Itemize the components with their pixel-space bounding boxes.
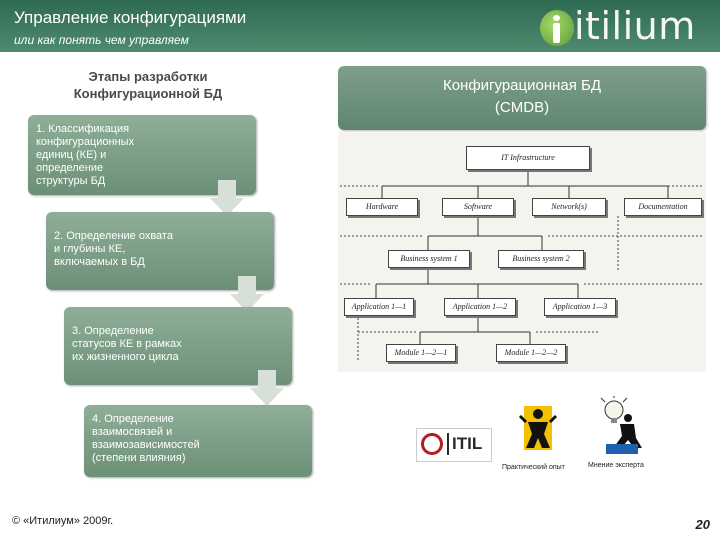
- step-2-text: 2. Определение охвата и глубины КЕ, вклю…: [54, 230, 173, 268]
- tree-node-module-1-2-2: Module 1—2—2: [496, 344, 566, 362]
- slide-title: Управление конфигурациями: [14, 8, 247, 27]
- practice-caption: Практический опыт: [502, 464, 565, 471]
- slide-header: Управление конфигурациями или как понять…: [0, 0, 720, 52]
- tree-node-hardware: Hardware: [346, 198, 418, 216]
- practice-figure-icon: [518, 406, 558, 450]
- stages-title: Этапы разработки Конфигурационной БД: [73, 69, 223, 101]
- tree-node-application-1-1: Application 1—1: [344, 298, 414, 316]
- expert-caption: Мнение эксперта: [588, 462, 644, 469]
- tree-node-software: Software: [442, 198, 514, 216]
- tree-node-module-1-2-1: Module 1—2—1: [386, 344, 456, 362]
- tree-node-application-1-2: Application 1—2: [444, 298, 516, 316]
- cmdb-structure-diagram: IT Infrastructure Hardware Software Netw…: [338, 132, 706, 372]
- step-3: 3. Определение статусов КЕ в рамках их ж…: [64, 307, 292, 385]
- step-2: 2. Определение охвата и глубины КЕ, вклю…: [46, 212, 274, 290]
- step-4: 4. Определение взаимосвязей и взаимозави…: [84, 405, 312, 477]
- down-arrow-icon: [250, 370, 284, 406]
- step-1-text: 1. Классификация конфигурационных единиц…: [36, 123, 135, 187]
- tree-connectors: [340, 170, 704, 362]
- copyright: © «Итилиум» 2009г.: [12, 515, 114, 527]
- cmdb-subtitle: (CMDB): [494, 99, 550, 116]
- itil-logo: ITIL: [416, 428, 492, 462]
- cmdb-title-box: Конфигурационная БД (CMDB): [338, 66, 706, 130]
- expert-lightbulb-icon: [600, 396, 642, 454]
- cmdb-title: Конфигурационная БД: [442, 77, 602, 94]
- slide-subtitle: или как понять чем управляем: [14, 33, 189, 47]
- tree-node-networks: Network(s): [532, 198, 606, 216]
- logo-circle-icon: [540, 10, 574, 46]
- step-3-text: 3. Определение статусов КЕ в рамках их ж…: [72, 325, 182, 363]
- page-number: 20: [695, 517, 710, 532]
- logo-wordmark: itilium: [574, 4, 696, 48]
- tree-node-business-system-2: Business system 2: [498, 250, 584, 268]
- itil-swirl-icon: [421, 433, 443, 455]
- step-4-text: 4. Определение взаимосвязей и взаимозави…: [92, 413, 200, 464]
- tree-node-application-1-3: Application 1—3: [544, 298, 616, 316]
- step-1: 1. Классификация конфигурационных единиц…: [28, 115, 256, 195]
- tree-node-documentation: Documentation: [624, 198, 702, 216]
- itil-label: ITIL: [447, 433, 482, 455]
- down-arrow-icon: [210, 180, 244, 216]
- tree-node-root: IT Infrastructure: [466, 146, 590, 170]
- itilium-logo: itilium: [540, 4, 716, 48]
- tree-node-business-system-1: Business system 1: [388, 250, 470, 268]
